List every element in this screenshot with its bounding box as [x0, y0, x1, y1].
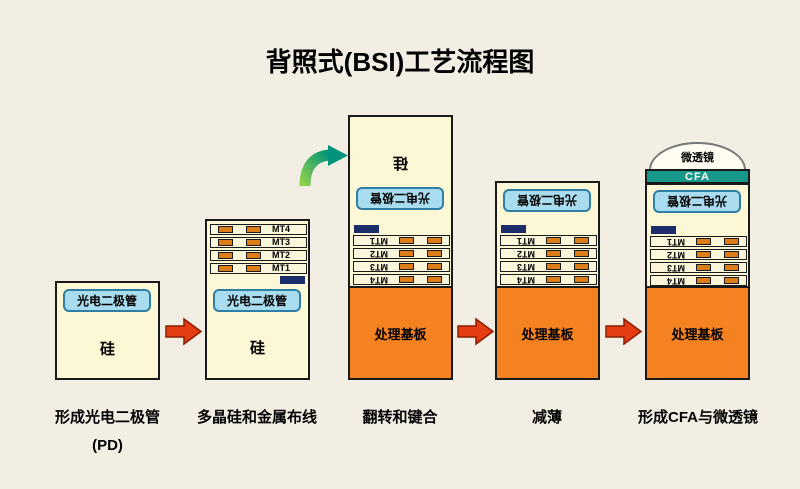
stage-4-wafer: 光电二极管 MT1 MT2 MT3 MT4 处理基板: [495, 181, 600, 380]
metal-via: [724, 264, 739, 271]
metal-via: [246, 239, 261, 246]
metal-layer-row: MT1: [500, 235, 597, 246]
metal-via: [218, 239, 233, 246]
metal-via: [546, 237, 561, 244]
polysilicon-gate: [501, 225, 526, 233]
metal-via: [574, 263, 589, 270]
metal-layer-label: MT1: [272, 263, 290, 273]
metal-layer-label: MT2: [272, 250, 290, 260]
handle-substrate: 处理基板: [645, 286, 750, 380]
metal-via: [574, 276, 589, 283]
stage-3-caption: 翻转和键合: [362, 409, 438, 426]
metal-layer-row: MT4: [650, 275, 747, 286]
metal-via: [724, 277, 739, 284]
photodiode-box: 光电二极管: [503, 189, 591, 212]
polysilicon-gate: [651, 226, 676, 234]
metal-layer-row: MT1: [210, 263, 307, 274]
metal-via: [427, 250, 442, 257]
metal-via: [427, 237, 442, 244]
metal-layer-row: MT3: [650, 262, 747, 273]
stage-2-caption: 多晶硅和金属布线: [196, 409, 317, 426]
metal-via: [574, 237, 589, 244]
arrow-right-icon: [457, 317, 495, 346]
metal-layer-label: MT2: [517, 249, 535, 259]
arrow-right-icon: [605, 317, 643, 346]
photodiode-box: 光电二极管: [213, 289, 301, 312]
metal-layer-label: MT4: [272, 224, 290, 234]
rotate-flip-arrow-icon: [299, 145, 348, 187]
stage-5-wafer: 光电二极管 MT1 MT2 MT3 MT4 处理基板: [645, 183, 750, 380]
stage-2-wafer: MT4 MT3 MT2 MT1 光电二极管 硅: [205, 219, 310, 380]
metal-via: [724, 238, 739, 245]
metal-layer-label: MT4: [517, 275, 535, 285]
stage-5-caption: 形成CFA与微透镜: [637, 409, 758, 426]
metal-layer-row: MT2: [650, 249, 747, 260]
metal-layer-label: MT3: [272, 237, 290, 247]
metal-layer-label: MT3: [370, 262, 388, 272]
metal-layer-label: MT1: [517, 236, 535, 246]
metal-via: [546, 276, 561, 283]
metal-via: [574, 250, 589, 257]
metal-via: [399, 276, 414, 283]
metal-layer-label: MT3: [667, 263, 685, 273]
metal-via: [218, 226, 233, 233]
metal-layer-label: MT3: [517, 262, 535, 272]
metal-layer-row: MT4: [500, 274, 597, 285]
metal-via: [696, 277, 711, 284]
silicon-label: 硅: [99, 341, 115, 358]
caption-line: 形成光电二极管: [54, 409, 160, 426]
metal-via: [399, 237, 414, 244]
metal-layer-row: MT2: [353, 248, 450, 259]
metal-via: [218, 265, 233, 272]
stage-1-caption: 形成光电二极管 (PD): [25, 404, 190, 460]
metal-via: [427, 263, 442, 270]
metal-layer-row: MT3: [210, 237, 307, 248]
photodiode-box: 光电二极管: [653, 190, 741, 213]
cfa-bar: CFA: [645, 169, 750, 184]
photodiode-box: 光电二极管: [356, 187, 444, 210]
metal-layer-row: MT4: [210, 224, 307, 235]
metal-via: [546, 263, 561, 270]
metal-layer-row: MT1: [650, 236, 747, 247]
metal-layer-row: MT2: [500, 248, 597, 259]
metal-layer-row: MT3: [500, 261, 597, 272]
stage-4-caption: 减薄: [531, 409, 562, 426]
metal-via: [246, 265, 261, 272]
metal-layer-label: MT1: [370, 236, 388, 246]
microlens-dome: 微透镜: [649, 142, 746, 170]
metal-via: [246, 252, 261, 259]
metal-layer-label: MT2: [370, 249, 388, 259]
photodiode-box: 光电二极管: [63, 289, 151, 312]
metal-layer-row: MT2: [210, 250, 307, 261]
metal-via: [399, 263, 414, 270]
metal-via: [399, 250, 414, 257]
metal-via: [246, 226, 261, 233]
metal-via: [427, 276, 442, 283]
metal-via: [724, 251, 739, 258]
caption-line: (PD): [92, 437, 123, 454]
metal-layer-label: MT4: [667, 276, 685, 286]
metal-layer-row: MT1: [353, 235, 450, 246]
metal-via: [696, 238, 711, 245]
metal-via: [696, 264, 711, 271]
polysilicon-gate: [354, 225, 379, 233]
handle-substrate: 处理基板: [495, 286, 600, 380]
stage-1-wafer: 光电二极管 硅: [55, 281, 160, 380]
stage-3-wafer: 硅 光电二极管 MT1 MT2 MT3 MT4 处理基板: [348, 115, 453, 380]
diagram-title: 背照式(BSI)工艺流程图: [265, 47, 535, 77]
arrow-right-icon: [165, 317, 203, 346]
metal-layer-label: MT1: [667, 237, 685, 247]
metal-layer-label: MT2: [667, 250, 685, 260]
metal-via: [218, 252, 233, 259]
metal-via: [696, 251, 711, 258]
polysilicon-gate: [280, 276, 305, 284]
metal-layer-row: MT3: [353, 261, 450, 272]
metal-via: [546, 250, 561, 257]
metal-layer-label: MT4: [370, 275, 388, 285]
metal-layer-row: MT4: [353, 274, 450, 285]
silicon-label: 硅: [249, 340, 265, 357]
silicon-label: 硅: [393, 154, 409, 171]
handle-substrate: 处理基板: [348, 286, 453, 380]
